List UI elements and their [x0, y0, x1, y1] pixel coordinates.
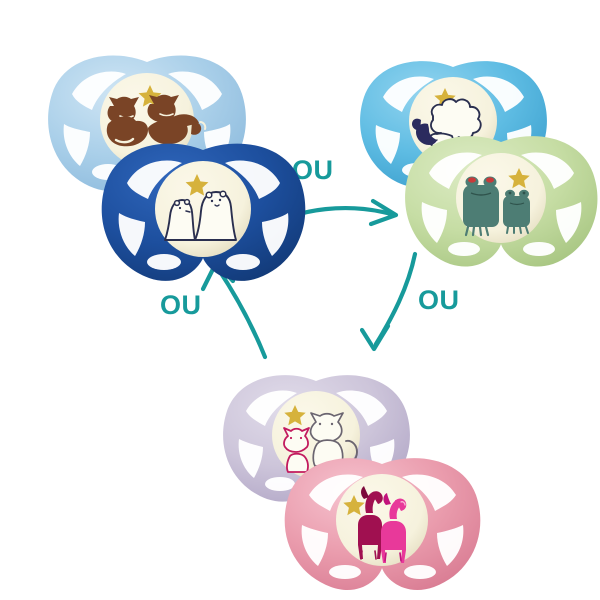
pacifier-polar-bear-shape [101, 143, 306, 281]
pacifier-cat-shape [223, 375, 410, 502]
connector-label-right: OU [418, 285, 460, 315]
fox-artwork [106, 85, 207, 147]
frog-artwork [463, 168, 530, 237]
sheep-artwork [412, 88, 482, 148]
polar-bear-artwork [164, 174, 237, 241]
pacifier-fox-shape [48, 55, 246, 191]
pacifier-polar-bear[interactable] [96, 140, 311, 290]
pacifier-fox[interactable] [42, 52, 252, 200]
connector-label-left: OU [160, 290, 202, 320]
arrow-right-to-bottom [360, 251, 418, 352]
pacifier-cat[interactable] [218, 372, 415, 510]
pacifier-frog[interactable] [400, 133, 600, 275]
horse-artwork [343, 486, 407, 563]
cat-artwork [283, 405, 358, 473]
pacifier-horse[interactable] [280, 455, 485, 599]
pacifier-frog-shape [405, 136, 598, 267]
pacifier-horse-shape [284, 458, 481, 591]
